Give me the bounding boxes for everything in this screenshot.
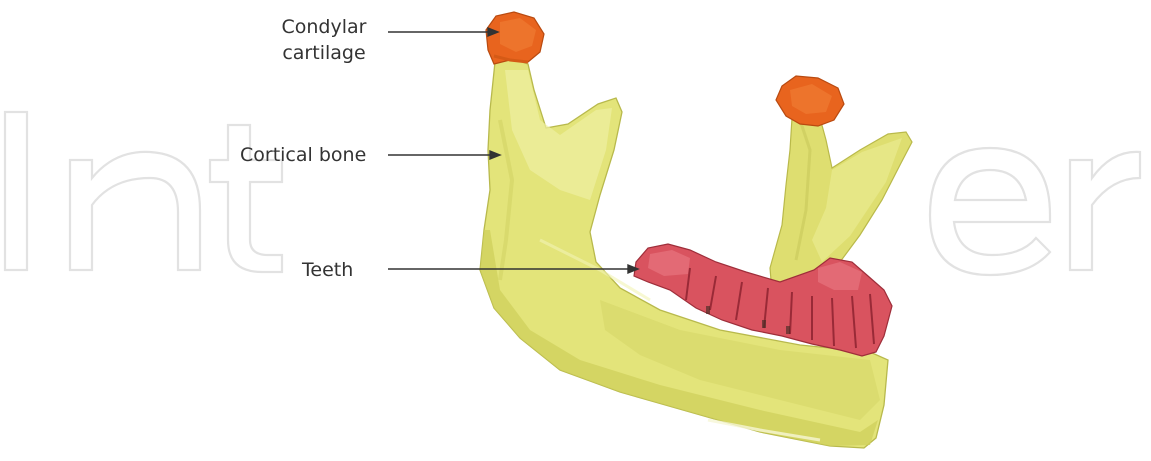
label-condylar-cartilage: Condylar cartilage xyxy=(270,14,378,66)
label-condylar-line2: cartilage xyxy=(270,40,378,66)
label-teeth: Teeth xyxy=(302,257,353,283)
label-condylar-line1: Condylar xyxy=(270,14,378,40)
label-cortical-bone: Cortical bone xyxy=(240,142,366,168)
mandible xyxy=(480,12,912,448)
